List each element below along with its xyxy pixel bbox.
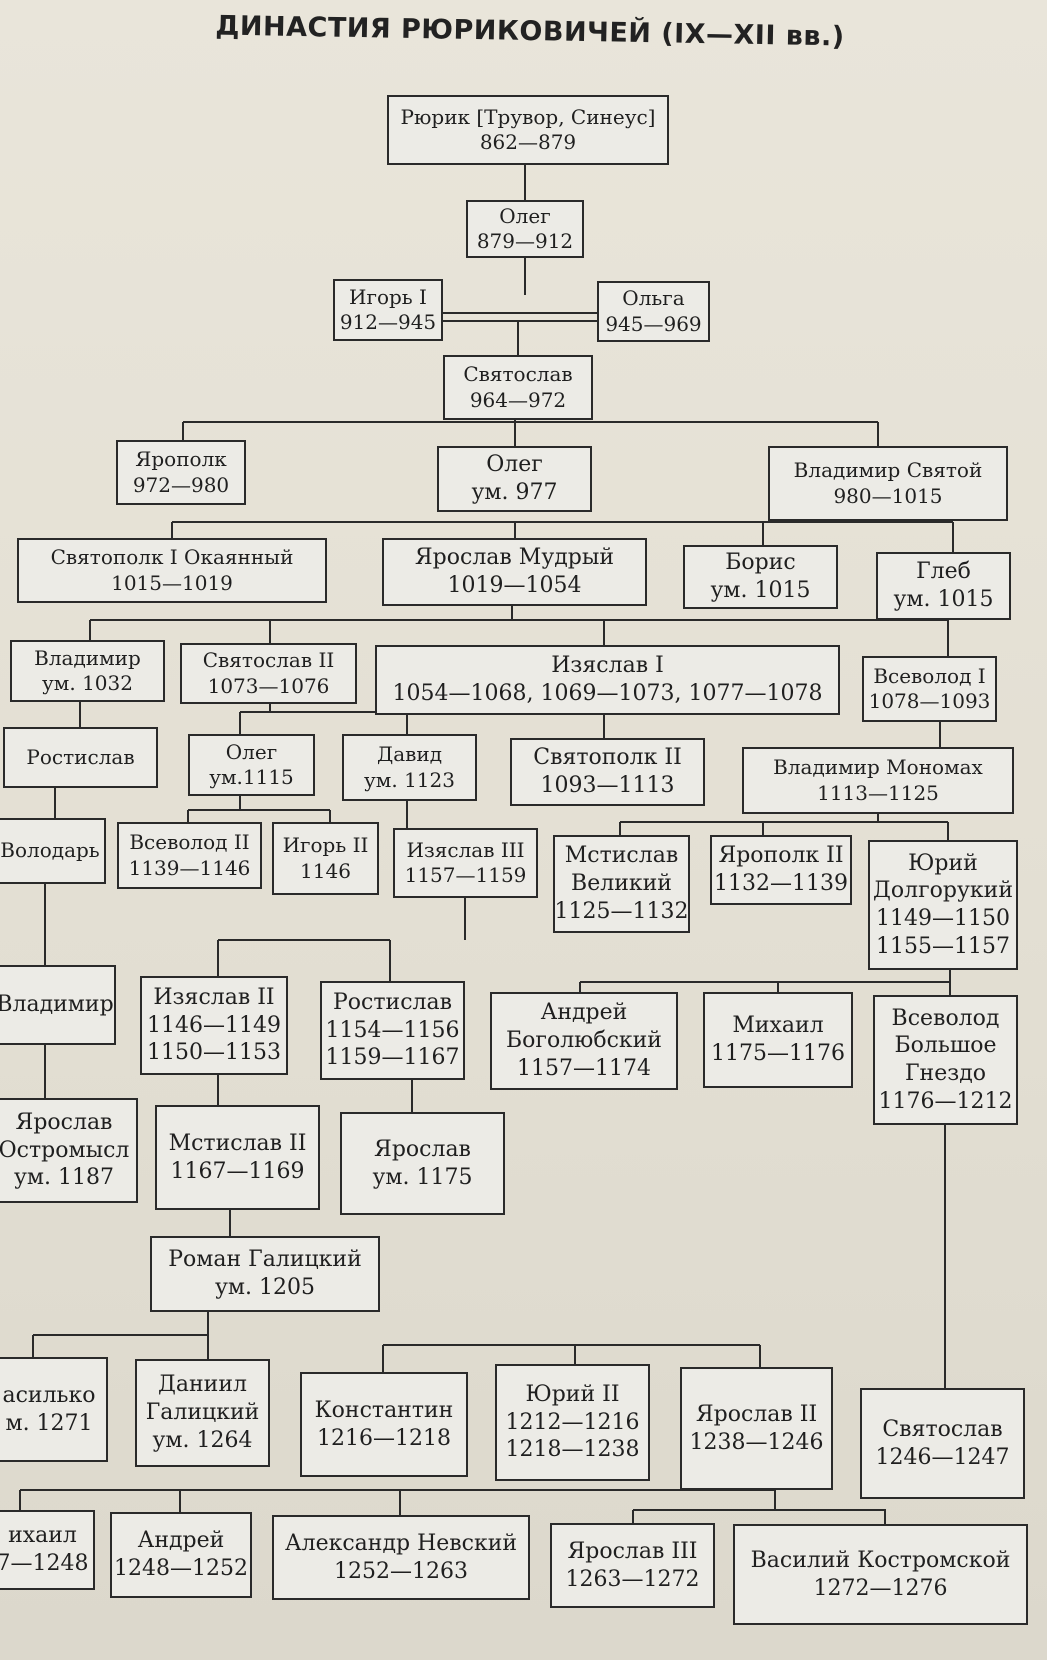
node-vladimir-galician: Владимир: [0, 965, 116, 1045]
node-yaroslav-mudry: Ярослав Мудрый 1019—1054: [382, 538, 647, 606]
node-alexander-nevsky: Александр Невский 1252—1263: [272, 1515, 530, 1600]
node-vsevolod-1: Всеволод I 1078—1093: [862, 656, 997, 722]
node-igor-1: Игорь I 912—945: [333, 279, 443, 341]
node-david: Давид ум. 1123: [342, 734, 477, 801]
node-vsevolod-2: Всеволод II 1139—1146: [117, 822, 262, 889]
node-vladimir-monomakh: Владимир Мономах 1113—1125: [742, 747, 1014, 814]
node-vsevolod-big-nest: Всеволод Большое Гнездо 1176—1212: [873, 995, 1018, 1125]
node-ryurik: Рюрик [Трувор, Синеус] 862—879: [387, 95, 669, 165]
node-oleg-977: Олег ум. 977: [437, 446, 592, 512]
node-yaroslav-osmomysl: Ярослав Остромысл ум. 1187: [0, 1098, 138, 1203]
node-roman-galitsky: Роман Галицкий ум. 1205: [150, 1236, 380, 1312]
node-vasilko: асилько м. 1271: [0, 1357, 108, 1462]
node-yury-dolgoruky: Юрий Долгорукий 1149—1150 1155—1157: [868, 840, 1018, 970]
node-konstantin: Константин 1216—1218: [300, 1372, 468, 1477]
node-oleg-1115: Олег ум.1115: [188, 734, 315, 796]
node-mstislav-2: Мстислав II 1167—1169: [155, 1105, 320, 1210]
node-yaroslav-1175: Ярослав ум. 1175: [340, 1112, 505, 1215]
node-vladimir-svyatoy: Владимир Святой 980—1015: [768, 446, 1008, 521]
node-boris: Борис ум. 1015: [683, 545, 838, 609]
node-svyatoslav-2: Святослав II 1073—1076: [180, 643, 357, 704]
node-svyatopolk-1: Святополк I Окаянный 1015—1019: [17, 538, 327, 603]
node-mikhail-2: ихаил 7—1248: [0, 1510, 95, 1590]
node-vladimir-1032: Владимир ум. 1032: [10, 640, 165, 702]
node-yaroslav-3: Ярослав III 1263—1272: [550, 1523, 715, 1608]
node-svyatoslav: Святослав 964—972: [443, 355, 593, 420]
node-mstislav-veliky: Мстислав Великий 1125—1132: [553, 835, 690, 933]
node-yaropolk: Ярополк 972—980: [116, 440, 246, 505]
node-oleg-879: Олег 879—912: [466, 200, 584, 258]
node-volodar: Володарь: [0, 818, 106, 884]
node-yaropolk-2: Ярополк II 1132—1139: [710, 835, 852, 905]
node-svyatoslav-1246: Святослав 1246—1247: [860, 1388, 1025, 1499]
node-mikhail: Михаил 1175—1176: [703, 992, 853, 1088]
node-daniil-galitsky: Даниил Галицкий ум. 1264: [135, 1359, 270, 1467]
node-svyatopolk-2: Святополк II 1093—1113: [510, 738, 705, 806]
node-igor-2: Игорь II 1146: [272, 822, 379, 895]
node-andrey-bogolyubsky: Андрей Боголюбский 1157—1174: [490, 992, 678, 1090]
node-gleb: Глеб ум. 1015: [876, 552, 1011, 620]
node-rostislav: Ростислав: [3, 727, 158, 788]
node-rostislav-2: Ростислав 1154—1156 1159—1167: [320, 981, 465, 1080]
node-izyaslav-2: Изяслав II 1146—1149 1150—1153: [140, 976, 288, 1075]
node-izyaslav-3: Изяслав III 1157—1159: [393, 828, 538, 898]
node-izyaslav-1: Изяслав I 1054—1068, 1069—1073, 1077—107…: [375, 645, 840, 715]
node-yaroslav-2: Ярослав II 1238—1246: [680, 1367, 833, 1490]
node-yury-2: Юрий II 1212—1216 1218—1238: [495, 1364, 650, 1481]
node-andrey-2: Андрей 1248—1252: [110, 1512, 252, 1598]
node-olga: Ольга 945—969: [597, 281, 710, 342]
node-vasily-kostromskoy: Василий Костромской 1272—1276: [733, 1524, 1028, 1625]
